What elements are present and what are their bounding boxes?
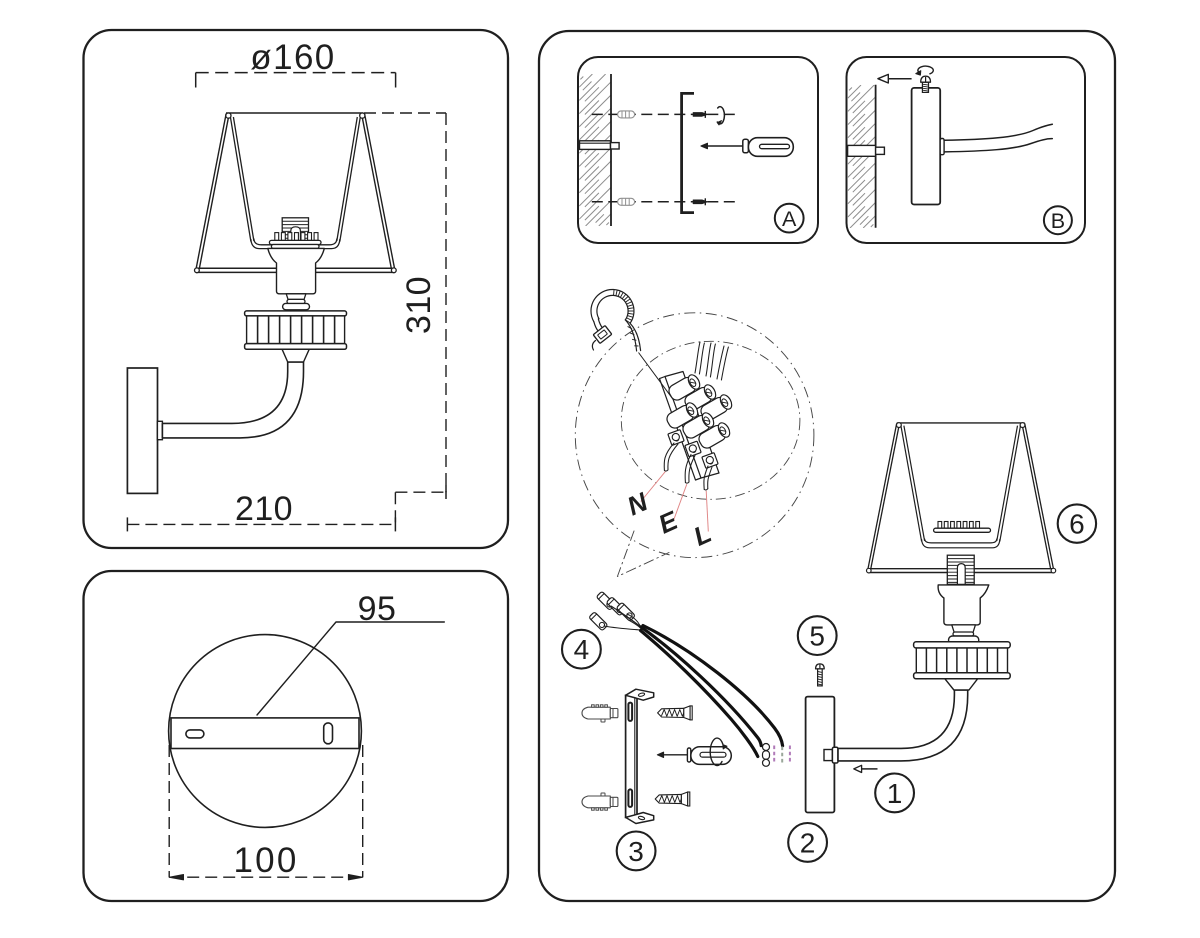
svg-text:6: 6 [1069,509,1085,540]
svg-text:100: 100 [234,841,299,880]
svg-text:B: B [1051,209,1065,233]
svg-text:210: 210 [235,490,293,528]
svg-text:A: A [782,207,797,231]
svg-text:ø160: ø160 [250,38,335,77]
svg-text:3: 3 [628,836,644,867]
svg-text:4: 4 [574,634,590,665]
svg-text:5: 5 [809,621,825,652]
svg-text:95: 95 [358,590,397,628]
svg-text:2: 2 [800,827,816,858]
svg-text:1: 1 [887,778,903,809]
svg-text:310: 310 [400,276,438,334]
